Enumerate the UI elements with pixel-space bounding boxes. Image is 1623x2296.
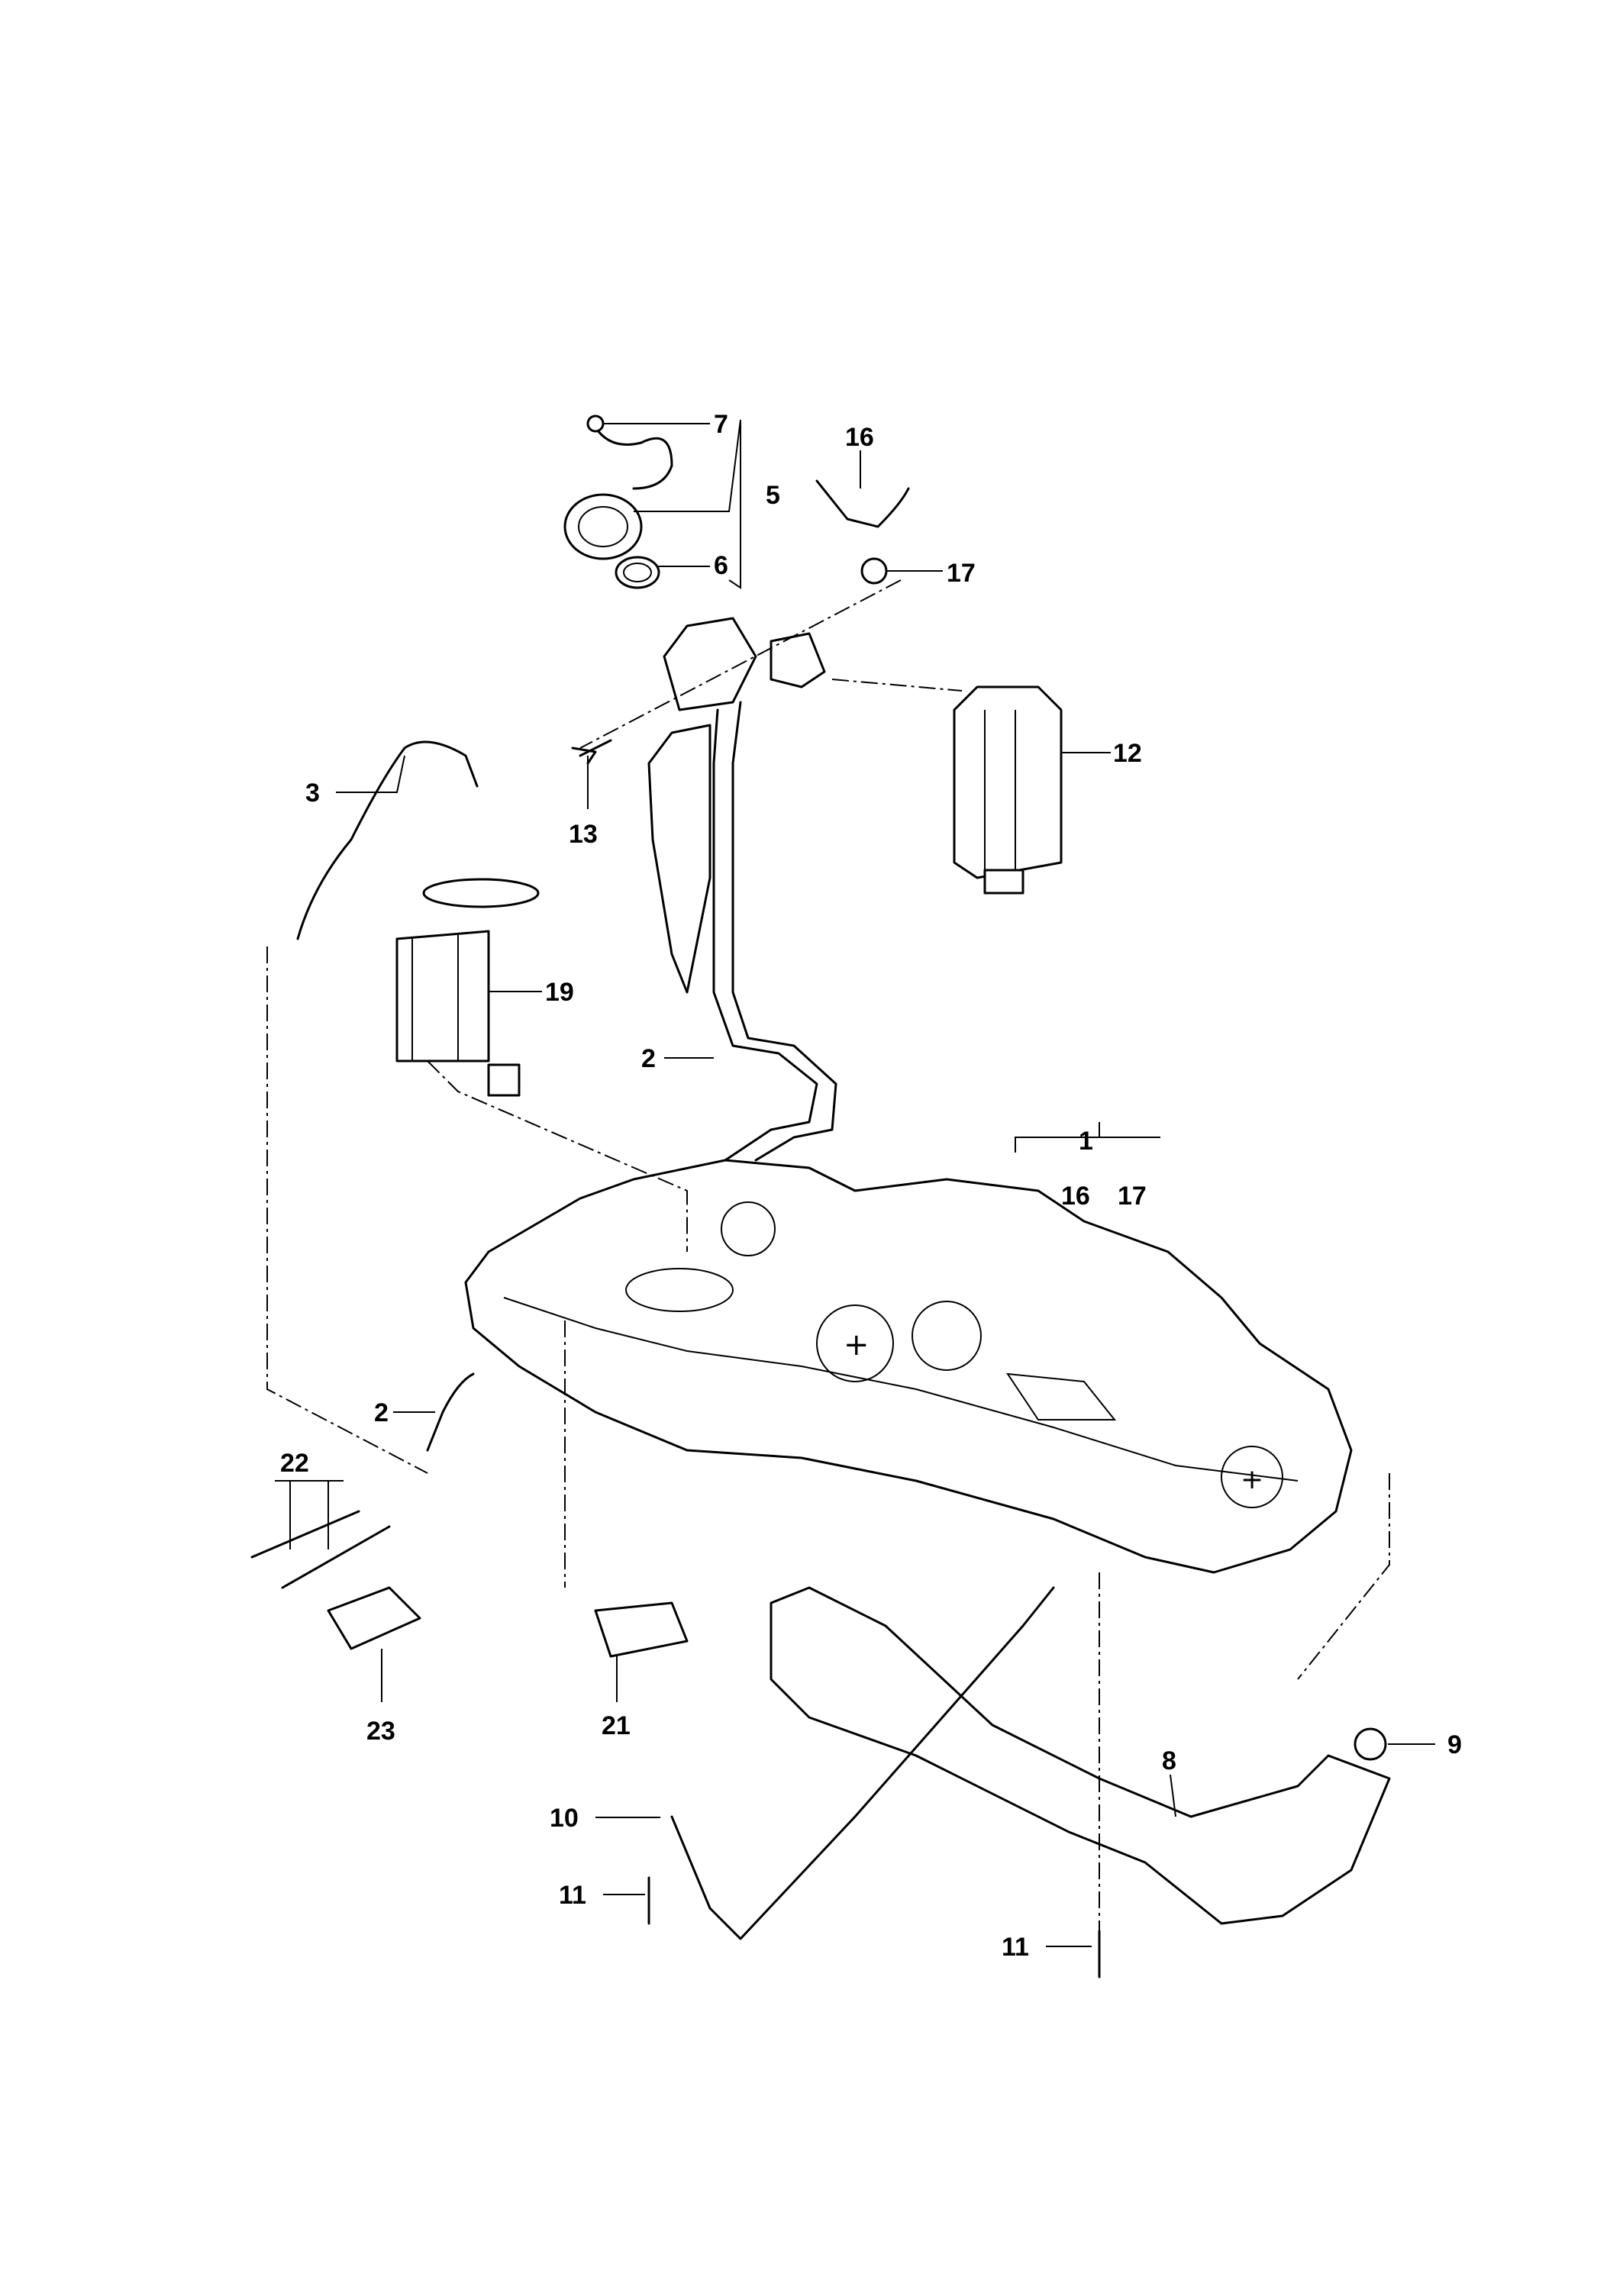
bolt [647, 1876, 1101, 1978]
callout-21: 21 [602, 1711, 631, 1740]
filler-neck [647, 617, 837, 1162]
callout-9: 9 [1447, 1730, 1462, 1759]
callout-10: 10 [550, 1804, 579, 1833]
callout-1: 1 [1079, 1127, 1093, 1156]
filler-cap [563, 414, 673, 589]
callout-11: 11 [559, 1881, 586, 1910]
nut [1354, 1727, 1387, 1761]
callout-11: 11 [1002, 1933, 1029, 1962]
callout-22: 22 [280, 1449, 309, 1478]
plus-mark-icon: + [1241, 1464, 1263, 1495]
bolt [571, 739, 612, 765]
callout-23: 23 [366, 1717, 395, 1746]
fuel-tank: + + [464, 1159, 1353, 1574]
connector [594, 1601, 689, 1658]
wire-set [250, 1510, 391, 1589]
fuel-line [426, 1372, 475, 1452]
callout-3: 3 [305, 779, 320, 808]
callout-2: 2 [641, 1044, 656, 1073]
callout-17: 17 [947, 559, 976, 588]
wiring-harness [296, 740, 479, 940]
callout-19: 19 [545, 978, 574, 1007]
plus-mark-icon: + [844, 1327, 870, 1362]
callout-6: 6 [714, 551, 728, 580]
callout-17: 17 [1118, 1182, 1147, 1211]
grommet [860, 557, 888, 585]
callout-16: 16 [1061, 1182, 1090, 1211]
carbon-canister [953, 685, 1063, 895]
fuel-pump-module [395, 878, 540, 1097]
callout-12: 12 [1113, 739, 1142, 768]
callout-2: 2 [374, 1398, 389, 1427]
callout-7: 7 [714, 410, 728, 439]
callout-13: 13 [569, 820, 598, 849]
callout-16: 16 [845, 423, 874, 452]
callout-5: 5 [766, 481, 780, 510]
callout-8: 8 [1162, 1746, 1176, 1775]
tank-strap [670, 1586, 1055, 1940]
connector-bracket [327, 1586, 421, 1650]
callouts: 7 5 6 16 17 12 13 3 19 2 1 16 17 2 22 23… [280, 410, 1462, 1962]
heat-shield [770, 1586, 1391, 1925]
vent-line [815, 479, 910, 528]
